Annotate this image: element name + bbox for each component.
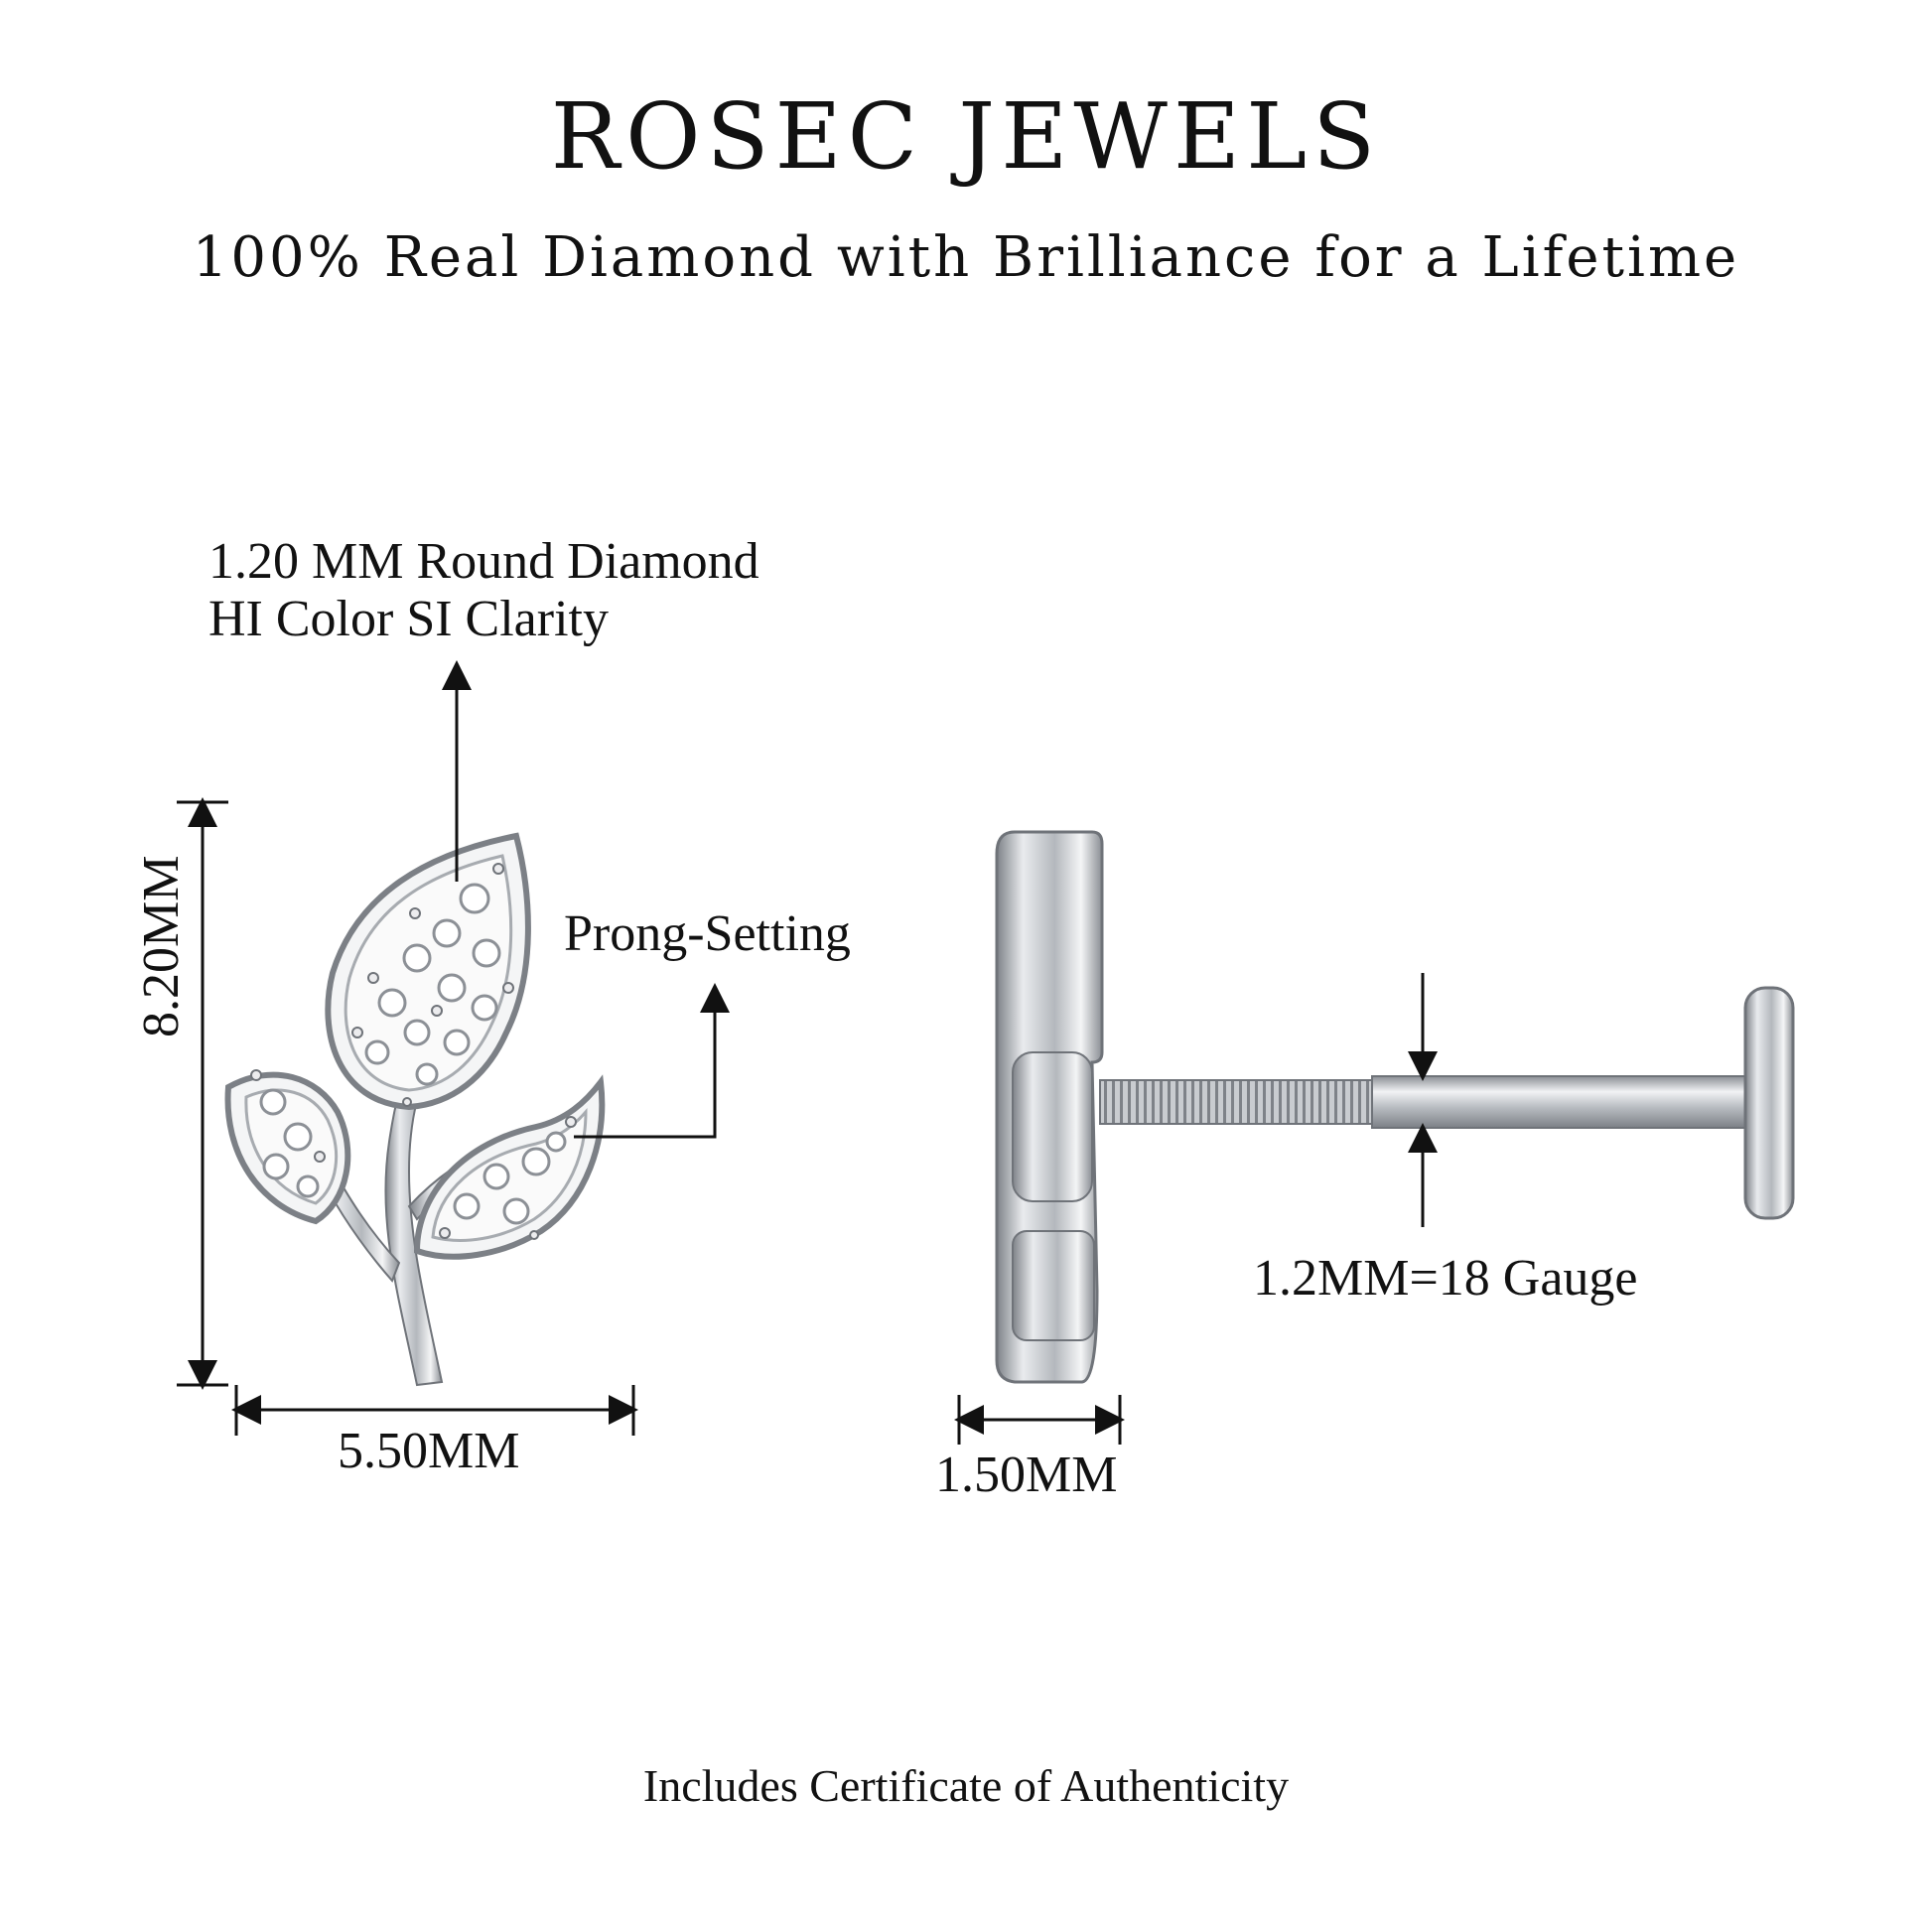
thickness-label: 1.50MM	[935, 1447, 1118, 1503]
prong-callout-line	[574, 983, 730, 1139]
certificate-note: Includes Certificate of Authenticity	[642, 1760, 1290, 1811]
stud-side-view	[995, 830, 1795, 1384]
gauge-label: 1.2MM=18 Gauge	[1253, 1250, 1638, 1307]
leaf-stud-front-view	[224, 832, 606, 1387]
diamond-quality-label: HI Color SI Clarity	[208, 591, 609, 647]
screw-thread	[1099, 1079, 1375, 1125]
brand-title: ROSEC JEWELS	[550, 83, 1382, 190]
width-dimension	[231, 1385, 638, 1436]
diamond-stones	[259, 883, 567, 1225]
tagline: 100% Real Diamond with Brilliance for a …	[192, 225, 1740, 290]
width-label: 5.50MM	[338, 1423, 520, 1479]
height-dimension	[177, 797, 228, 1390]
setting-label: Prong-Setting	[564, 905, 851, 962]
labret-post	[1371, 1075, 1750, 1129]
diamond-size-label: 1.20 MM Round Diamond	[208, 533, 759, 590]
thickness-dimension	[954, 1395, 1125, 1445]
flat-back-disc	[1743, 986, 1795, 1220]
height-label: 8.20MM	[133, 855, 190, 1037]
